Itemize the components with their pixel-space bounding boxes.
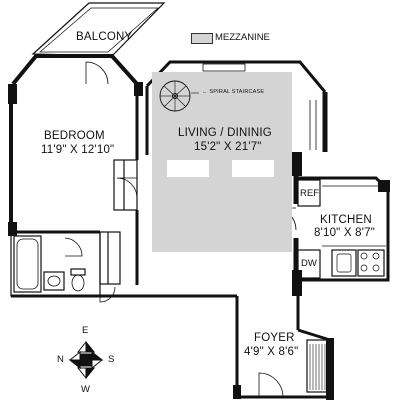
- living-label: LIVING / DININIG: [178, 127, 272, 139]
- closet-2: [99, 231, 121, 285]
- bedroom-top-wall: [11, 54, 139, 86]
- kitchen-dims: 8'10" X 8'7": [314, 227, 375, 239]
- foyer-label: FOYER: [254, 332, 295, 344]
- bedroom-dims: 11'9" X 12'10": [41, 144, 115, 156]
- burner: [372, 264, 380, 272]
- compass-north-label: N: [57, 354, 64, 365]
- dishwasher: [297, 249, 321, 279]
- window-sill-right: [309, 100, 317, 150]
- foyer-angle-wall: [297, 328, 331, 342]
- fridge: [297, 179, 321, 207]
- bath-door: [64, 237, 83, 257]
- legend-swatch: [191, 33, 213, 44]
- foyer-dims: 4'9" X 8'6": [244, 346, 299, 358]
- sink-counter: [43, 271, 65, 291]
- balcony-rail: [39, 7, 159, 53]
- kitchen-label: KITCHEN: [320, 214, 372, 226]
- mezzanine-opening-2: [232, 160, 274, 177]
- wall-columns: [8, 82, 390, 400]
- balcony-label: BALCONY: [76, 31, 133, 43]
- legend-label: MEZZANINE: [215, 32, 270, 43]
- bathroom: [10, 231, 101, 297]
- toilet-tank: [70, 268, 86, 276]
- compass-east-label: E: [82, 325, 89, 336]
- sink: [47, 275, 61, 287]
- bathtub: [13, 235, 42, 293]
- foyer-closet-hatching: [309, 344, 326, 390]
- stove: [357, 249, 385, 277]
- front-door: [258, 372, 284, 398]
- mezzanine-opening-1: [167, 160, 209, 177]
- ref-label: REF: [300, 188, 319, 199]
- bathtub-basin: [16, 238, 39, 290]
- bedroom-label: BEDROOM: [44, 130, 105, 142]
- compass-rose: [68, 340, 104, 380]
- hall-closet-door: [99, 286, 116, 303]
- closet: [113, 159, 138, 211]
- burner: [360, 252, 368, 260]
- spiral-staircase-label: ← SPIRAL STAIRCASE: [202, 89, 265, 95]
- bedroom-balcony-door: [85, 61, 109, 85]
- burner: [360, 264, 368, 272]
- burner: [372, 252, 380, 260]
- toilet: [71, 274, 85, 292]
- living-dims: 15'2" X 21'7": [194, 141, 262, 153]
- bedroom-door: [116, 177, 138, 199]
- compass-south-label: S: [108, 354, 115, 365]
- kitchen-sink: [331, 249, 357, 277]
- compass-west-label: W: [81, 384, 90, 395]
- balcony-outline: [31, 2, 166, 57]
- dw-label: DW: [301, 258, 317, 269]
- window: [202, 63, 246, 72]
